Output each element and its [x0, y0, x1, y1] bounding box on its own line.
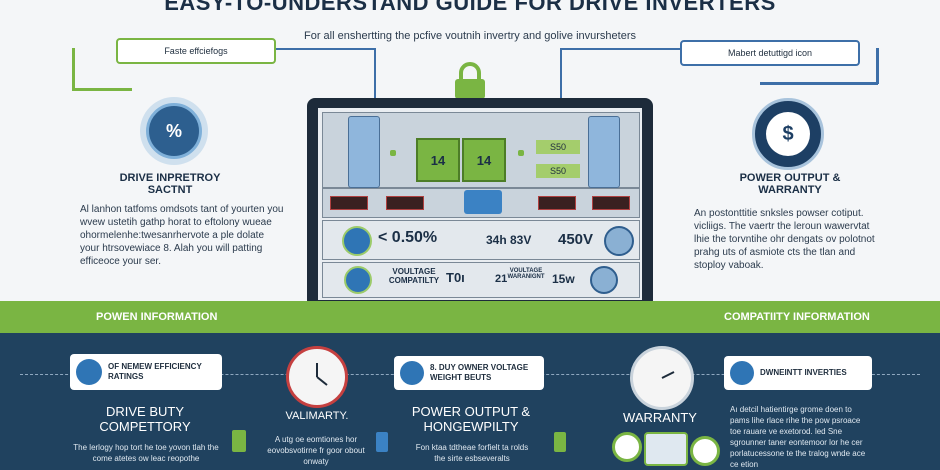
- inverter-icon: [730, 361, 754, 385]
- red-display-4: [592, 196, 630, 210]
- bottom-title-1-line2: COMPETTORY: [99, 419, 191, 434]
- display-value-1: 14: [430, 152, 446, 168]
- dashboard-icon: [644, 432, 688, 466]
- status-panel-2-value: S50: [549, 166, 566, 176]
- card-voltage: 8. DUY OWNER VOLTAGE WEIGHT BEUTS: [394, 356, 544, 390]
- dollar-icon-inner: $: [766, 112, 810, 156]
- row3-value-1: T0ı: [446, 270, 465, 285]
- row3-label-block-1: VOULTAGE COMPATILTY: [384, 267, 444, 285]
- row3-label-1: VOULTAGE: [392, 267, 436, 276]
- left-heading: DRIVE INPRETROY SACTNT: [90, 172, 250, 196]
- efficiency-value: < 0.50%: [378, 229, 438, 246]
- row3-label-block-2: VOULTAGE WARANIGNT: [506, 268, 546, 280]
- card-voltage-label: 8. DUY OWNER VOLTAGE WEIGHT BEUTS: [430, 363, 529, 382]
- dollar-symbol: $: [782, 122, 794, 145]
- page-subtitle: For all enshertting the pcfive voutnih i…: [303, 30, 636, 42]
- connector-line: [374, 48, 376, 98]
- output-gauge-icon: [604, 226, 634, 256]
- display-green-2: 14: [462, 138, 506, 182]
- info-band: [0, 301, 940, 333]
- connector-line: [72, 48, 75, 90]
- left-column-module: [348, 116, 380, 188]
- row3-label-2: COMPATILTY: [388, 276, 440, 285]
- lock-icon: [452, 62, 488, 100]
- bottom-title-3: POWER OUTPUT & HONGEWPILTY: [396, 404, 546, 434]
- right-column-module: [588, 116, 620, 188]
- inverter-unit-values: [322, 220, 640, 260]
- row3-num: 21: [495, 273, 508, 285]
- voltage-value: 34h 83V: [486, 233, 532, 247]
- bottom-text-1: The lerlogy hop tort he toe yovon tlah t…: [73, 443, 219, 463]
- warranty-icon: [590, 266, 618, 294]
- connector-line: [560, 48, 680, 50]
- bottom-text-3: Fon ktaa tdtheae forfielt ta rolds the s…: [415, 443, 529, 463]
- bottom-text-4: Aı detcil hatientirge grome doen to pams…: [730, 405, 866, 469]
- left-heading-line1: DRIVE INPRETROY: [119, 172, 221, 184]
- card-inverters: DWNEINTT INVERTIES: [724, 356, 872, 390]
- right-heading-line2: WARRANTY: [758, 184, 822, 196]
- green-battery-icon: [554, 432, 566, 452]
- bottom-title-1: DRIVE BUTY COMPETTORY: [70, 404, 220, 434]
- display-green-1: 14: [416, 138, 460, 182]
- connector-line: [274, 48, 374, 50]
- bottom-title-4: WARRANTY: [623, 410, 697, 425]
- shield-voltage-icon: [400, 361, 424, 385]
- bottom-title-3-line1: POWER OUTPUT &: [411, 404, 531, 419]
- connector-line: [72, 88, 132, 91]
- top-tag-left-label: Faste effciefogs: [164, 46, 228, 56]
- bottom-text-2: A utg oe eomtiones hor eovobsvotirne fr …: [267, 435, 365, 466]
- small-gauge-icon: [612, 432, 642, 462]
- green-battery-icon: [232, 430, 246, 452]
- bottom-title-1-line1: DRIVE BUTY: [105, 404, 184, 419]
- connector-line: [560, 48, 562, 98]
- top-tag-right: Mabert detuttigd icon: [680, 40, 860, 66]
- blue-power-module: [464, 190, 502, 214]
- indicator-led: [518, 150, 524, 156]
- small-gauge-icon: [690, 436, 720, 466]
- inverter-unit-bottom: [322, 262, 640, 298]
- right-body-text: An postonttitie snksles powser cotiput. …: [694, 208, 875, 271]
- right-heading-line1: POWER OUTPUT &: [739, 172, 841, 184]
- row3-label-3: VOULTAGE: [509, 268, 543, 274]
- display-value-2: 14: [476, 152, 492, 168]
- connector-line: [760, 82, 878, 85]
- efficiency-gauge-icon: [342, 226, 372, 256]
- bottom-title-2: VALIMARTY.: [285, 410, 349, 422]
- top-tag-right-label: Mabert detuttigd icon: [727, 48, 813, 58]
- bottom-title-3-line2: HONGEWPILTY: [423, 419, 519, 434]
- row3-value-2: 15w: [552, 272, 575, 286]
- power-value: 450V: [558, 231, 594, 248]
- row3-label-4: WARANIGNT: [507, 274, 545, 280]
- right-heading: POWER OUTPUT & WARRANTY: [700, 172, 880, 196]
- left-body-text: Al lanhon tatfoms omdsots tant of yourte…: [80, 204, 284, 267]
- card-efficiency: OF NEMEW EFFICIENCY RATINGS: [70, 354, 222, 390]
- red-display-2: [386, 196, 424, 210]
- top-tag-left: Faste effciefogs: [116, 38, 276, 64]
- band-right-label: COMPATIITY INFORMATION: [724, 311, 870, 323]
- efficiency-icon-inner: %: [146, 103, 202, 159]
- card-efficiency-label: OF NEMEW EFFICIENCY RATINGS: [108, 362, 202, 381]
- voltage-icon: [344, 266, 372, 294]
- blue-battery-icon: [376, 432, 388, 452]
- status-panel-2: S50: [536, 164, 580, 178]
- page-title: EASY-TO-UNDERSTAND GUIDE FOR DRIVE INVER…: [164, 0, 776, 15]
- red-display-3: [538, 196, 576, 210]
- left-heading-line2: SACTNT: [147, 184, 193, 196]
- dollar-icon: $: [752, 98, 824, 170]
- connector-line: [876, 48, 879, 84]
- clock-icon: [286, 346, 348, 408]
- card-inverters-label: DWNEINTT INVERTIES: [760, 368, 847, 377]
- status-panel-1-value: S50: [549, 142, 566, 152]
- band-left-label: POWEN INFORMATION: [96, 311, 218, 323]
- shield-icon: [76, 359, 102, 385]
- red-display-1: [330, 196, 368, 210]
- indicator-led: [390, 150, 396, 156]
- gauge-icon: [630, 346, 694, 410]
- percent-icon: %: [165, 120, 182, 141]
- efficiency-icon: %: [140, 97, 208, 165]
- status-panel-1: S50: [536, 140, 580, 154]
